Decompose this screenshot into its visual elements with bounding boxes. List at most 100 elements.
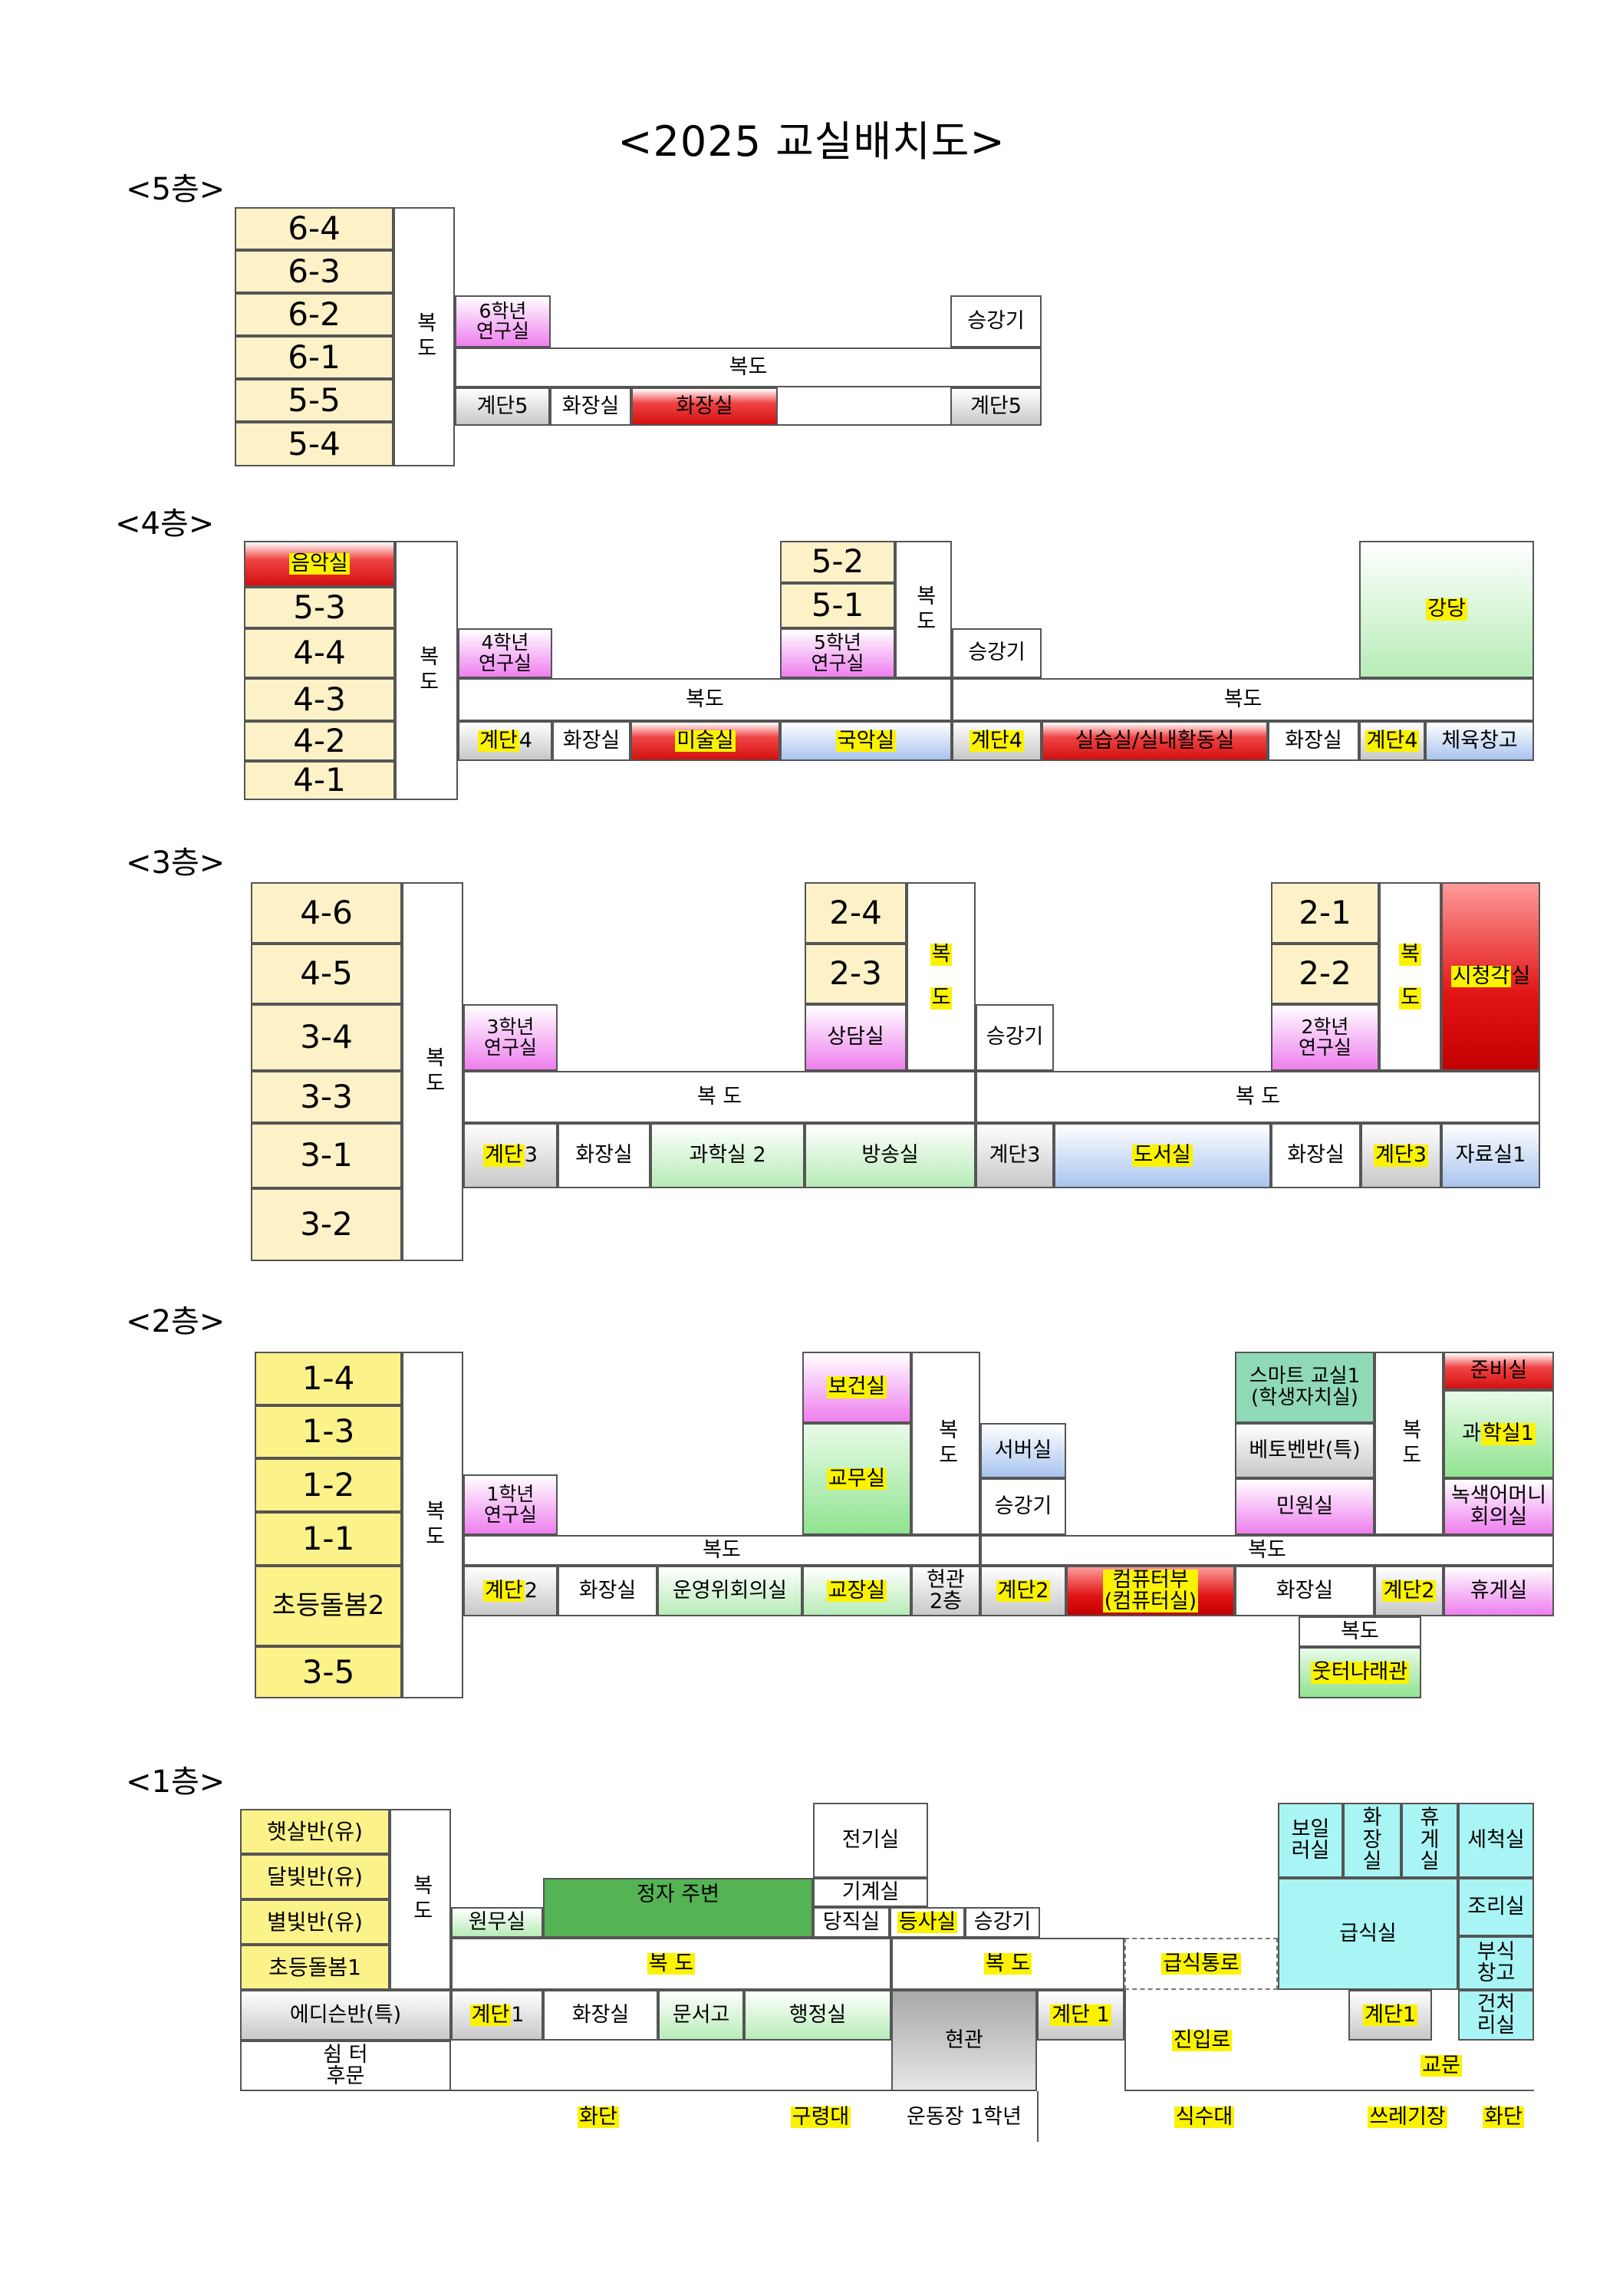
f1-trash-area: 쓰레기장 [1368, 2104, 1447, 2129]
f3-corridor-vertical: 복도 [402, 882, 463, 1261]
f3-archive-room: 자료실1 [1441, 1123, 1540, 1188]
f1-stair-c: 계단1 [1348, 1990, 1432, 2041]
f4-toilet-b: 화장실 [1268, 721, 1359, 761]
f1-outline-bottom-2 [1124, 2090, 1534, 2091]
f2-corridor-small: 복도 [1299, 1616, 1421, 1647]
f1-cooking-room: 조리실 [1458, 1878, 1534, 1936]
f2-classroom: 초등돌봄2 [255, 1566, 402, 1646]
f4-4th-grade-research-room: 4학년 연구실 [458, 628, 552, 678]
f1-entrance: 현관 [891, 1990, 1037, 2091]
f1-meal-passage: 급식통로 [1124, 1938, 1278, 1990]
f2-wooter-hall: 웃터나래관 [1299, 1647, 1421, 1698]
f3-2nd-grade-research-room: 2학년 연구실 [1271, 1004, 1379, 1071]
f2-classroom: 3-5 [255, 1646, 402, 1698]
f4-art-room: 미술실 [630, 721, 780, 761]
f2-principal-office: 교장실 [802, 1566, 911, 1616]
f4-class-5-2: 5-2 [780, 541, 895, 583]
f1-corridor-horizontal-2: 복 도 [891, 1938, 1124, 1990]
f2-toilet-a: 화장실 [558, 1566, 657, 1616]
f5-stair-a: 계단5 [455, 387, 550, 426]
f2-classroom: 1-1 [255, 1512, 402, 1566]
f2-teachers-office: 교무실 [802, 1423, 911, 1535]
f4-5th-grade-research-room: 5학년 연구실 [780, 628, 895, 678]
f2-committee-room: 운영위회의실 [657, 1566, 802, 1616]
f1-outline-ground [1037, 2091, 1039, 2142]
f3-science-room-2: 과학실 2 [650, 1123, 805, 1188]
f5-classroom: 5-4 [235, 422, 393, 466]
f3-classroom: 4-5 [251, 944, 402, 1004]
f1-admin-office: 행정실 [744, 1990, 891, 2041]
f4-stair-c: 계단4 [1359, 721, 1425, 761]
f1-school-gate: 교문 [1348, 2041, 1534, 2091]
f2-entrance-2f: 현관 2층 [911, 1566, 980, 1616]
f2-server-room: 서버실 [980, 1423, 1066, 1478]
f2-corridor-vertical-3: 복도 [1374, 1352, 1444, 1535]
f2-beethoven-class: 베토벤반(특) [1235, 1423, 1374, 1478]
page-title: <2025 교실배치도> [617, 117, 1006, 166]
f2-elevator: 승강기 [980, 1478, 1066, 1535]
f5-outline [778, 424, 950, 426]
f2-civil-affairs-room: 민원실 [1235, 1478, 1374, 1535]
f2-stair-c: 계단2 [1374, 1566, 1444, 1616]
f3-classroom: 3-4 [251, 1004, 402, 1071]
f4-classroom: 4-1 [244, 761, 395, 800]
f1-electric-room: 전기실 [813, 1803, 928, 1878]
f5-corridor-horizontal: 복도 [455, 348, 1042, 387]
f2-classroom: 1-4 [255, 1352, 402, 1405]
f3-stair-b: 계단3 [976, 1123, 1054, 1188]
f4-pe-storage: 체육창고 [1425, 721, 1534, 761]
f4-corridor-vertical-2: 복도 [895, 541, 952, 678]
f1-kindergarten-class: 햇살반(유) [240, 1809, 390, 1854]
f1-toilet-a: 화장실 [543, 1990, 658, 2041]
f3-counseling-room: 상담실 [805, 1004, 907, 1071]
f4-practice-room: 실습실/실내활동실 [1042, 721, 1268, 761]
f4-corridor-horizontal-1: 복도 [458, 678, 952, 721]
f3-corridor-horizontal-1: 복 도 [463, 1071, 976, 1123]
floor-1-label: <1층> [126, 1764, 226, 1800]
f3-broadcast-room: 방송실 [805, 1123, 976, 1188]
f3-library: 도서실 [1054, 1123, 1271, 1188]
f5-classroom: 6-1 [235, 336, 393, 379]
f4-corridor-horizontal-2: 복도 [952, 678, 1534, 721]
f2-classroom: 1-3 [255, 1405, 402, 1458]
f1-cafeteria: 급식실 [1278, 1878, 1458, 1990]
f1-kindergarten-class: 별빛반(유) [240, 1899, 390, 1945]
floor-2-label: <2층> [126, 1304, 226, 1339]
f1-flower-bed-2: 화단 [1483, 2104, 1524, 2129]
f3-corridor-horizontal-2: 복 도 [976, 1071, 1540, 1123]
f4-auditorium: 강당 [1359, 541, 1534, 678]
f4-korean-music-room: 국악실 [780, 721, 952, 761]
f2-corridor-vertical-2: 복도 [911, 1352, 980, 1535]
f4-class-5-1: 5-1 [780, 583, 895, 628]
f5-toilet-a: 화장실 [550, 387, 631, 426]
f1-playground: 운동장 1학년 [907, 2104, 1022, 2129]
f5-classroom: 6-2 [235, 293, 393, 336]
f1-corridor-vertical: 복도 [390, 1809, 451, 1990]
f5-toilet-b: 화장실 [631, 387, 778, 426]
f3-class-2-3: 2-3 [805, 944, 907, 1004]
f2-stair-b: 계단2 [980, 1566, 1066, 1616]
f1-kindergarten-class: 달빛반(유) [240, 1854, 390, 1899]
floor-3-label: <3층> [126, 845, 226, 881]
floor-5-label: <5층> [126, 172, 226, 207]
f2-corridor-horizontal-1: 복도 [463, 1535, 980, 1566]
f1-stair-b: 계단 1 [1037, 1990, 1124, 2041]
f5-corridor-vertical: 복도 [393, 207, 455, 466]
f3-classroom: 3-2 [251, 1188, 402, 1261]
f4-toilet-a: 화장실 [552, 721, 630, 761]
f1-water-fountain: 식수대 [1174, 2104, 1235, 2129]
f2-prep-room: 준비실 [1444, 1352, 1554, 1390]
f1-rest-room-vertical: 휴 게 실 [1401, 1803, 1458, 1878]
f4-corridor-vertical: 복도 [395, 541, 458, 800]
f4-stair-b: 계단4 [952, 721, 1042, 761]
f1-night-duty-room: 당직실 [813, 1907, 890, 1938]
f2-health-room: 보건실 [802, 1352, 911, 1423]
f5-classroom: 5-5 [235, 379, 393, 422]
